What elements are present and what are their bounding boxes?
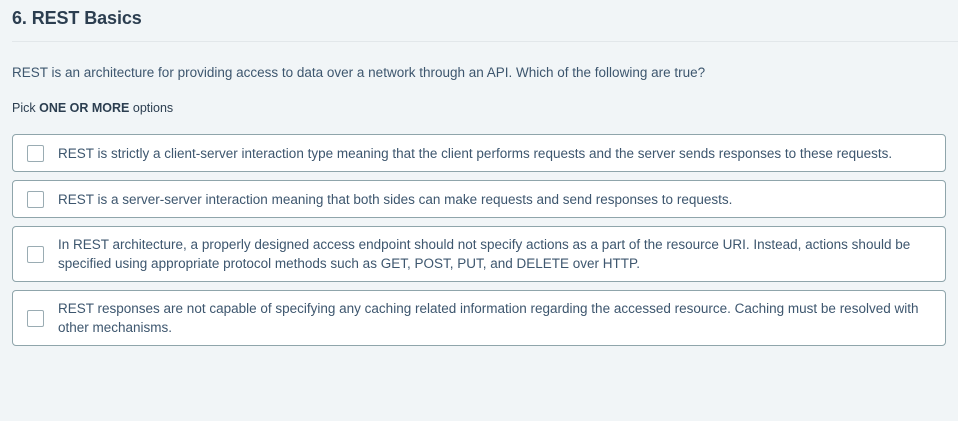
option-1-checkbox[interactable]: [27, 144, 44, 162]
pick-instruction-suffix: options: [129, 101, 174, 115]
option-row-4[interactable]: REST responses are not capable of specif…: [12, 290, 946, 346]
option-row-3[interactable]: In REST architecture, a properly designe…: [12, 226, 946, 282]
option-4-checkbox[interactable]: [27, 309, 44, 327]
pick-instruction-strong: ONE OR MORE: [39, 101, 130, 115]
question-prompt: REST is an architecture for providing ac…: [12, 65, 706, 80]
options-list: REST is strictly a client-server interac…: [0, 134, 958, 346]
title-divider: [12, 41, 958, 42]
option-2-checkbox[interactable]: [27, 190, 44, 208]
option-3-checkbox[interactable]: [27, 245, 44, 263]
option-row-2[interactable]: REST is a server-server interaction mean…: [12, 180, 946, 218]
pick-instruction-prefix: Pick: [12, 101, 40, 115]
page-title: 6. REST Basics: [12, 8, 142, 28]
option-4-label: REST responses are not capable of specif…: [58, 301, 919, 335]
option-2-label: REST is a server-server interaction mean…: [58, 191, 733, 207]
pick-instruction: Pick ONE OR MORE options: [0, 82, 958, 116]
option-3-label: In REST architecture, a properly designe…: [58, 237, 911, 271]
option-row-1[interactable]: REST is strictly a client-server interac…: [12, 134, 946, 172]
option-1-label: REST is strictly a client-server interac…: [58, 145, 893, 161]
